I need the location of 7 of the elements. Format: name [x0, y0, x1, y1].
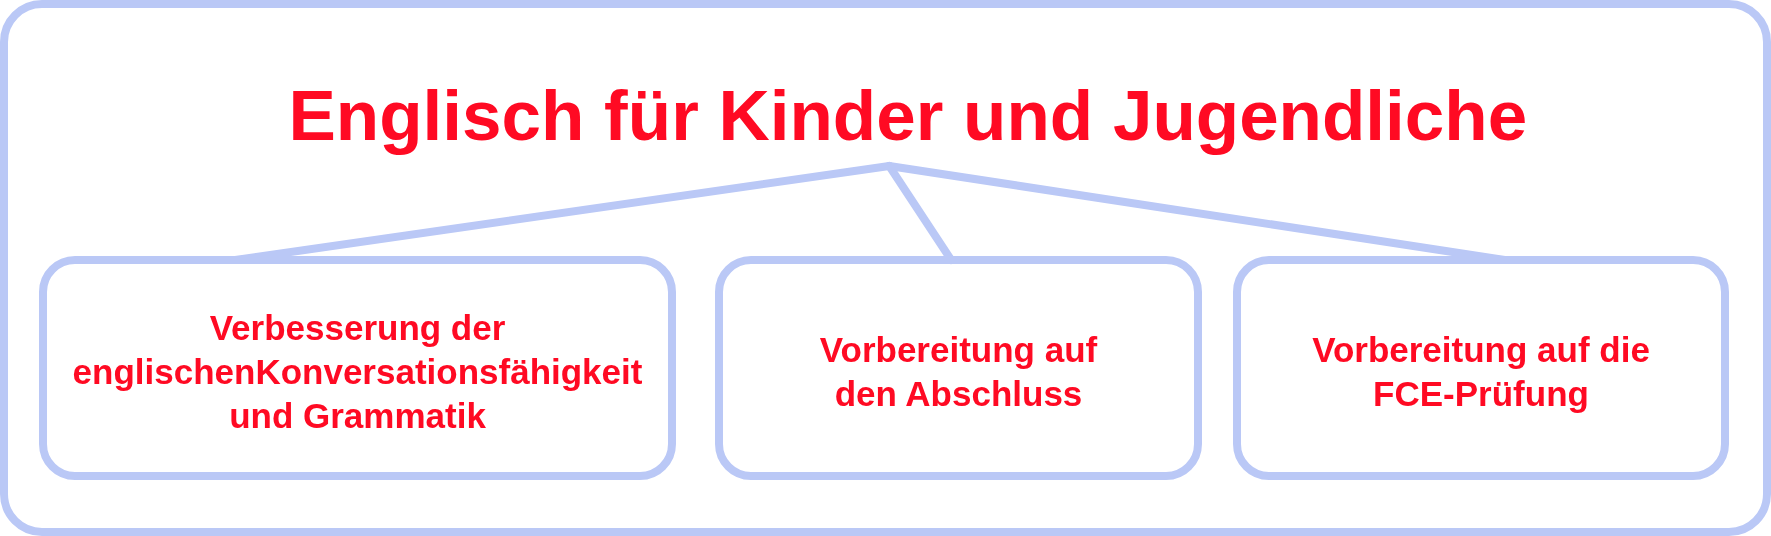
- diagram-title: Englisch für Kinder und Jugendliche: [288, 76, 1528, 166]
- box-text: Vorbereitung auf den Abschluss: [818, 329, 1099, 415]
- box-text: Verbesserung der englischenKonversationsfähigkeit und Grammatik: [71, 307, 644, 437]
- topic-box: [1233, 256, 1729, 480]
- topic-box: [39, 256, 676, 480]
- box-text: Vorbereitung auf die FCE-Prüfung: [1311, 329, 1651, 415]
- topic-box: [715, 256, 1202, 480]
